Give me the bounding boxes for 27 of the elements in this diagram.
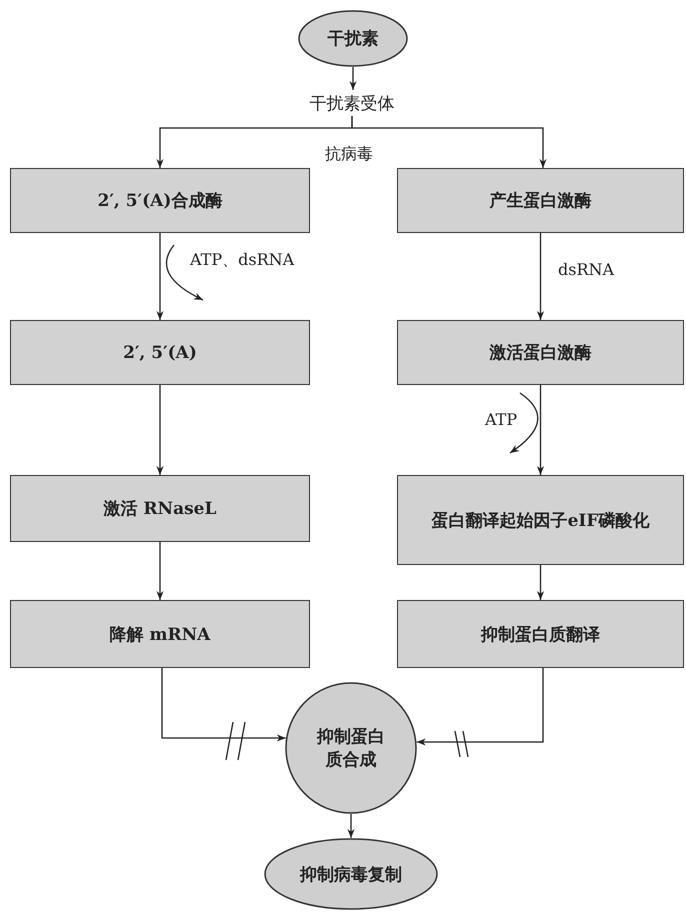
process-box: 降解 mRNA bbox=[10, 600, 310, 668]
oval-node: 干扰素 bbox=[298, 10, 408, 67]
arrow bbox=[156, 233, 164, 320]
process-box: 激活蛋白激酶 bbox=[397, 320, 684, 385]
edge-label: ATP bbox=[485, 410, 518, 429]
arrow bbox=[536, 385, 544, 475]
circle-node: 抑制蛋白质合成 bbox=[285, 682, 417, 814]
edge-label: ATP、dsRNA bbox=[190, 250, 294, 271]
oval-node: 抑制病毒复制 bbox=[264, 838, 438, 910]
arrow bbox=[536, 565, 544, 600]
edge-label: dsRNA bbox=[558, 260, 614, 279]
arrow bbox=[536, 233, 544, 320]
arrow bbox=[156, 385, 164, 475]
arrow bbox=[161, 668, 286, 742]
arrow bbox=[416, 668, 544, 746]
process-box: 抑制蛋白质翻译 bbox=[397, 600, 684, 668]
process-box: 产生蛋白激酶 bbox=[397, 168, 684, 233]
process-box: 2′, 5′(A)合成酶 bbox=[10, 168, 310, 233]
arrow bbox=[351, 116, 547, 168]
annotation-text: 抗病毒 bbox=[325, 144, 373, 165]
arrow bbox=[347, 814, 355, 838]
arrow bbox=[156, 542, 164, 600]
arrow bbox=[349, 67, 357, 90]
process-box: 2′, 5′(A) bbox=[10, 320, 310, 385]
process-box: 激活 RNaseL bbox=[10, 475, 310, 542]
flow-text: 干扰素受体 bbox=[292, 90, 412, 116]
process-box: 蛋白翻译起始因子eIF磷酸化 bbox=[397, 475, 684, 565]
